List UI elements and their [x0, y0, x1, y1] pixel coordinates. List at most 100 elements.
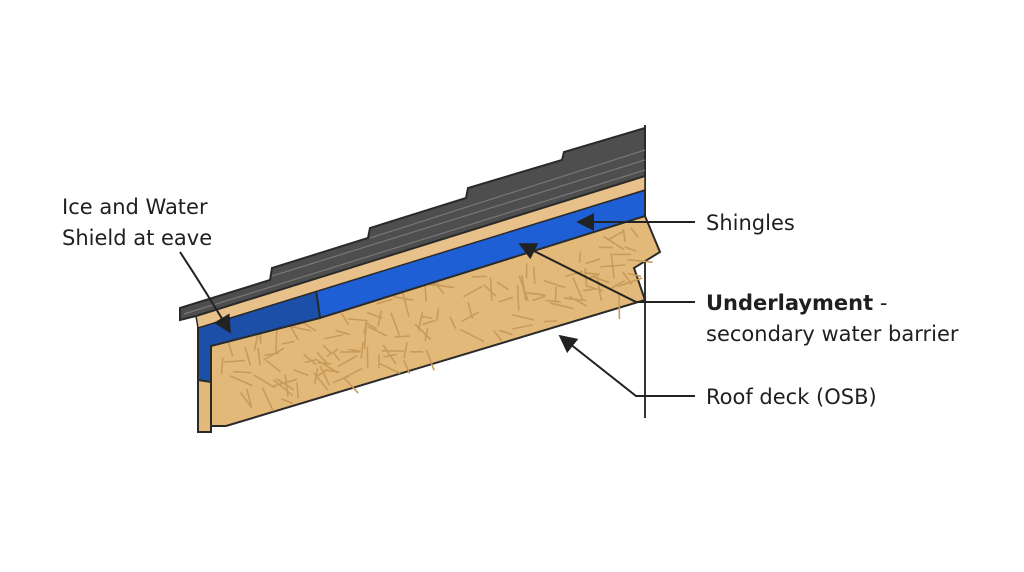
osb-strand: [401, 290, 410, 318]
osb-strand: [489, 276, 493, 302]
osb-strand: [272, 378, 298, 387]
osb-strand: [332, 375, 351, 384]
osb-strand: [422, 319, 436, 326]
underlayment-label-suffix: -: [873, 291, 887, 315]
osb-strand: [516, 284, 520, 311]
osb-strand: [627, 272, 642, 278]
osb-strand: [630, 227, 639, 238]
osb-strand: [543, 320, 558, 323]
osb-strand: [392, 295, 414, 301]
osb-strand: [315, 358, 338, 374]
osb-strand: [587, 273, 600, 280]
osb-strand: [435, 308, 440, 322]
osb-strand: [324, 369, 340, 373]
osb-strand: [493, 330, 503, 342]
osb-strand: [563, 297, 587, 302]
osb-strand: [257, 347, 261, 367]
osb-strand: [610, 252, 615, 279]
osb-strand: [377, 310, 382, 327]
ice-shield-leader: [179, 251, 231, 334]
osb-strand: [417, 311, 424, 331]
osb-strand: [609, 280, 626, 290]
osb-strand: [498, 329, 513, 336]
osb-strand: [253, 374, 276, 389]
osb-strand: [578, 251, 582, 264]
osb-strand: [335, 329, 351, 336]
osb-strand: [360, 341, 364, 359]
underlayment-label-line1: Underlayment -: [706, 291, 887, 315]
underlayment-label-line2: secondary water barrier: [706, 322, 959, 346]
osb-strand: [347, 318, 368, 322]
osb-strand: [498, 296, 514, 303]
osb-strand: [425, 349, 435, 371]
osb-strand: [496, 281, 509, 291]
osb-strand: [461, 311, 480, 322]
osb-strand: [590, 275, 610, 284]
osb-strand: [449, 316, 457, 329]
osb-strand: [572, 277, 584, 300]
osb-strand: [322, 344, 333, 355]
osb-strand: [367, 326, 388, 337]
osb-strand: [286, 325, 312, 332]
underlayment-leader: [518, 243, 695, 303]
osb-strand: [265, 360, 281, 373]
osb-strand: [326, 348, 339, 357]
osb-strand: [227, 340, 234, 357]
osb-strand: [332, 351, 340, 361]
osb-strand: [383, 353, 398, 358]
osb-strand: [340, 312, 350, 325]
osb-strand: [280, 398, 294, 405]
osb-strand: [463, 285, 483, 298]
osb-strand: [483, 284, 497, 297]
osb-strand: [564, 270, 583, 278]
osb-strand: [627, 258, 653, 264]
osb-strand: [428, 283, 455, 289]
osb-strand: [390, 312, 401, 336]
osb-strand: [224, 359, 245, 363]
osb-strand: [403, 342, 408, 359]
osb-strand: [545, 299, 562, 303]
osb-strand: [549, 302, 574, 310]
osb-strand: [511, 324, 533, 330]
osb-strand: [624, 246, 637, 252]
osb-strand: [607, 231, 624, 241]
osb-strand: [525, 291, 546, 297]
roof-deck-leader: [558, 334, 695, 397]
osb-strand: [253, 333, 259, 351]
ice-shield-label-line2: Shield at eave: [62, 226, 212, 250]
osb-strand: [303, 353, 317, 366]
osb-strand: [246, 388, 252, 407]
osb-strand: [263, 347, 285, 361]
osb-strand: [281, 340, 295, 345]
osb-strand: [586, 285, 604, 292]
shingle-course-lines: [183, 149, 646, 315]
osb-strand: [403, 360, 411, 374]
osb-strand: [337, 355, 358, 367]
osb-strand: [293, 369, 309, 376]
osb-strand: [382, 344, 397, 365]
osb-strand: [518, 275, 529, 302]
osb-strand: [420, 315, 433, 319]
roof-deck-label: Roof deck (OSB): [706, 385, 877, 409]
osb-strand: [261, 387, 274, 412]
osb-strand: [319, 365, 330, 386]
osb-strand: [316, 351, 329, 365]
osb-strand: [583, 271, 600, 276]
osb-strand: [532, 295, 546, 302]
osb-strand: [394, 335, 410, 338]
osb-strand: [233, 370, 252, 374]
ice-shield-label-line1: Ice and Water: [62, 195, 208, 219]
osb-strand: [244, 346, 251, 366]
osb-strand: [343, 377, 359, 394]
osb-strand: [313, 372, 329, 391]
osb-strand: [240, 392, 253, 409]
osb-strand: [585, 258, 601, 265]
osb-strand: [348, 348, 361, 353]
osb-strand: [511, 314, 535, 321]
osb-strand: [377, 354, 381, 369]
osb-strand: [276, 378, 295, 391]
osb-strand: [554, 286, 557, 303]
osb-strand: [532, 266, 536, 284]
osb-strand: [363, 321, 368, 350]
